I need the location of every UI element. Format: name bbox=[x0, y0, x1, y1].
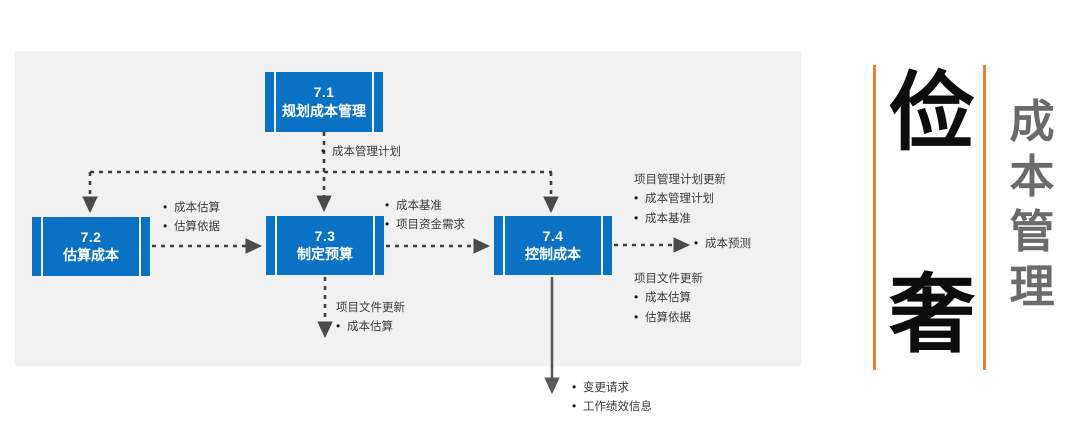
box-accent-right bbox=[139, 217, 141, 276]
side-title-vertical: 成 本 管 理 bbox=[1003, 95, 1061, 315]
annotation-cost-forecasts: 成本预测 bbox=[694, 234, 751, 253]
box-accent-left bbox=[274, 72, 276, 132]
process-box-7-1[interactable]: 7.1 规划成本管理 bbox=[265, 72, 383, 132]
side-title-char: 管 bbox=[1009, 204, 1055, 258]
big-character-she: 奢 bbox=[889, 265, 975, 365]
side-title-char: 成 bbox=[1009, 95, 1055, 148]
box-accent-left bbox=[275, 216, 277, 275]
process-number: 7.2 bbox=[80, 228, 102, 245]
process-number: 7.3 bbox=[314, 227, 336, 244]
side-title-char: 本 bbox=[1009, 149, 1055, 203]
annotation-pm-plan-updates: 项目管理计划更新 成本管理计划 成本基准 bbox=[634, 172, 726, 228]
annotation-header: 项目管理计划更新 bbox=[634, 174, 726, 186]
annotation-header: 项目文件更新 bbox=[634, 273, 703, 285]
annotation-cost-estimates: 成本估算 估算依据 bbox=[163, 198, 220, 237]
box-accent-left bbox=[503, 216, 505, 275]
annotation-item: 成本预测 bbox=[694, 234, 751, 253]
annotation-project-doc-updates-from-74: 项目文件更新 成本估算 估算依据 bbox=[634, 271, 703, 327]
side-title-char: 理 bbox=[1009, 259, 1055, 313]
annotation-item: 估算依据 bbox=[163, 217, 220, 236]
box-accent-right bbox=[373, 216, 375, 275]
process-number: 7.4 bbox=[542, 227, 564, 244]
box-accent-right bbox=[372, 72, 374, 132]
annotation-header: 项目文件更新 bbox=[336, 302, 405, 314]
process-name: 制定预算 bbox=[297, 246, 353, 262]
annotation-item: 估算依据 bbox=[634, 308, 703, 327]
annotation-item: 成本基准 bbox=[385, 196, 465, 215]
annotation-item: 成本估算 bbox=[163, 198, 220, 217]
box-accent-right bbox=[601, 216, 603, 275]
annotation-item: 变更请求 bbox=[572, 378, 652, 397]
annotation-item: 成本估算 bbox=[336, 317, 405, 336]
process-box-7-2[interactable]: 7.2 估算成本 bbox=[32, 217, 150, 276]
vertical-rule-left bbox=[873, 65, 876, 370]
annotation-project-doc-updates-from-73: 项目文件更新 成本估算 bbox=[336, 300, 405, 337]
annotation-item: 成本基准 bbox=[634, 209, 726, 228]
annotation-item: 项目资金需求 bbox=[385, 215, 465, 234]
process-name: 规划成本管理 bbox=[282, 102, 366, 119]
box-accent-left bbox=[41, 217, 43, 276]
process-number: 7.1 bbox=[313, 84, 335, 101]
process-name: 控制成本 bbox=[525, 246, 581, 262]
annotation-item: 成本估算 bbox=[634, 288, 703, 307]
annotation-change-requests: 变更请求 工作绩效信息 bbox=[572, 378, 652, 417]
annotation-item: 工作绩效信息 bbox=[572, 397, 652, 416]
annotation-cost-management-plan: 成本管理计划 bbox=[321, 142, 401, 161]
annotation-item: 成本管理计划 bbox=[321, 142, 401, 161]
vertical-rule-right bbox=[983, 65, 986, 370]
big-character-jian: 俭 bbox=[889, 63, 975, 163]
annotation-cost-baseline: 成本基准 项目资金需求 bbox=[385, 196, 465, 235]
process-box-7-3[interactable]: 7.3 制定预算 bbox=[266, 216, 384, 275]
annotation-item: 成本管理计划 bbox=[634, 189, 726, 208]
process-box-7-4[interactable]: 7.4 控制成本 bbox=[494, 216, 612, 275]
process-name: 估算成本 bbox=[63, 247, 119, 263]
